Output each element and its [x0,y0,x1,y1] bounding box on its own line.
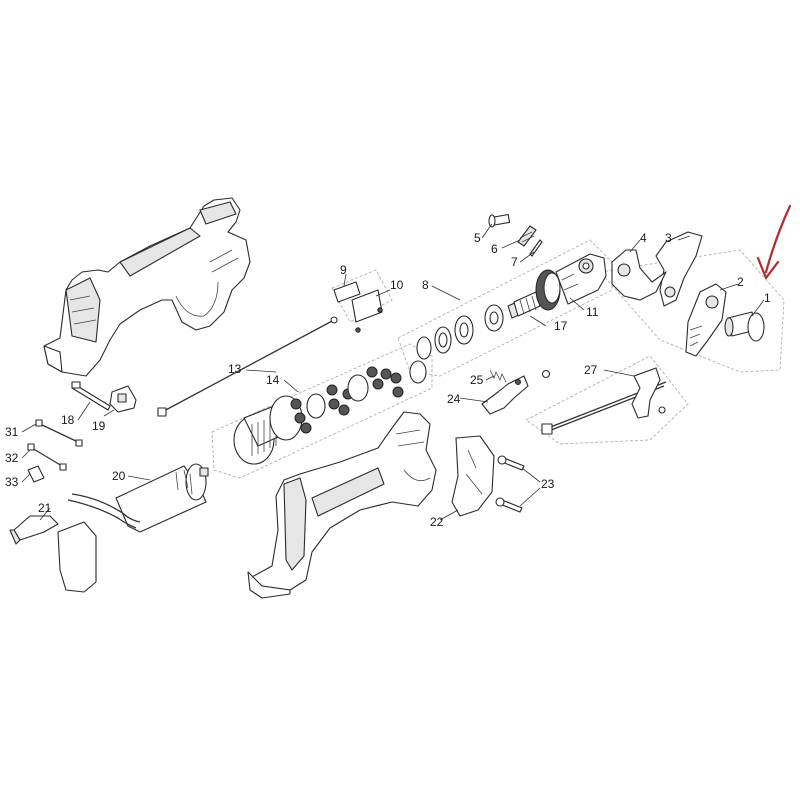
part-22-guard [451,435,495,517]
callout-1: 1 [764,291,771,305]
callout-25: 25 [470,373,484,387]
callout-32: 32 [5,451,19,465]
callout-8: 8 [422,278,429,292]
part-31-wire [35,419,83,447]
part-33-connector [27,465,45,483]
part-9-plate [333,281,361,303]
callout-22: 22 [430,515,444,529]
callout-4: 4 [640,231,647,245]
callout-10: 10 [390,278,404,292]
callout-3: 3 [665,231,672,245]
part-1-pivot-bolt [724,311,765,342]
callout-33: 33 [5,475,19,489]
highlight-arrow-icon [756,204,792,280]
callout-6: 6 [491,242,498,256]
callout-17: 17 [554,319,568,333]
group-outline-cable [525,355,689,445]
part-32-wire [27,443,67,471]
callout-19: 19 [92,419,106,433]
part-20-motor [67,463,209,533]
callout-5: 5 [474,231,481,245]
part-4-lower-blade [611,249,667,301]
part-27-cable [541,367,667,435]
right-housing-shell [247,411,437,599]
callout-11: 11 [586,305,599,319]
part-17-pinion-shaft [513,291,541,317]
callout-31: 31 [5,425,19,439]
callout-2: 2 [737,275,744,289]
callout-13: 13 [228,362,242,376]
callout-21: 21 [38,501,52,515]
group-outline-switch [331,269,393,323]
part-23-screws [495,455,525,513]
callout-18: 18 [61,413,75,427]
leader-lines [21,223,765,521]
part-6-connector [517,225,537,247]
part-13-rod [157,316,338,417]
part-5-bolt [488,213,511,228]
part-11-ring-gear [535,253,607,311]
part-10-bracket [351,289,383,333]
group-outline-blades [599,249,785,373]
callout-9: 9 [340,263,347,277]
callout-14: 14 [266,373,280,387]
part-7-pin [529,239,543,257]
group-outline-gears [211,343,433,479]
part-14-planetary-gears [233,360,427,465]
planet-gears [290,360,427,434]
callout-23: 23 [541,477,555,491]
part-18-strap [71,381,111,411]
part-2-blade-holder [685,283,727,357]
part-8-gearbox-group [416,297,531,360]
part-19-clip [109,385,137,413]
callout-24: 24 [447,392,461,406]
callout-27: 27 [584,363,598,377]
part-24-trigger [481,375,529,415]
callout-20: 20 [112,469,126,483]
callout-7: 7 [511,255,518,269]
part-21-cover [9,515,97,593]
part-3-upper-blade [655,231,703,307]
left-housing-shell [43,197,251,377]
callout-labels: 1 2 3 4 5 6 7 8 9 10 11 13 14 17 18 19 2… [5,231,771,529]
